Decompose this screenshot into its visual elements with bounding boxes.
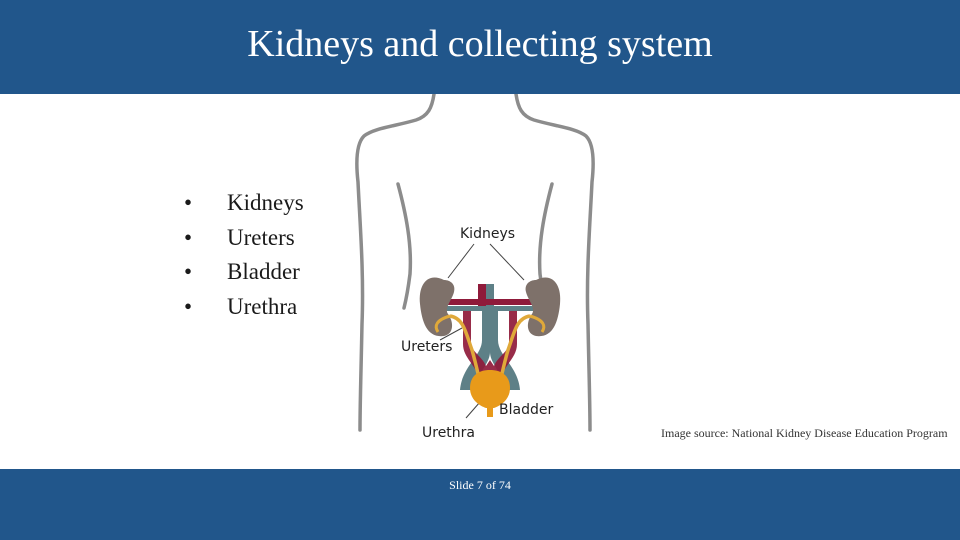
body-outline <box>355 92 436 432</box>
vena-cava <box>460 308 520 390</box>
urinary-system-figure: Kidneys Ureters Bladder Urethra <box>340 92 600 441</box>
bullet-marker: • <box>184 259 193 284</box>
left-ureter <box>434 314 451 333</box>
urethra <box>487 407 493 417</box>
bullet-marker: • <box>184 190 193 215</box>
bullet-marker: • <box>184 224 193 250</box>
left-kidney <box>419 277 455 337</box>
bullet-text: Bladder <box>227 259 300 284</box>
kidneys-label: Kidneys <box>460 226 516 242</box>
renal-artery <box>446 299 534 305</box>
right-ureter <box>529 314 546 333</box>
urethra-label: Urethra <box>422 425 476 441</box>
body-outline <box>396 182 413 310</box>
ureters-leader-line <box>439 327 463 341</box>
footer-bar <box>0 469 960 540</box>
bullet-marker: • <box>184 293 193 319</box>
header-bar <box>0 0 960 94</box>
bladder <box>470 370 510 408</box>
bullet-text: Ureters <box>227 224 295 250</box>
right-kidney <box>525 277 561 337</box>
bullet-text: Urethra <box>227 293 298 319</box>
urinary-system-illustration <box>355 92 595 432</box>
bladder-label: Bladder <box>499 402 554 418</box>
ureters-label: Ureters <box>401 339 453 355</box>
kidneys-leader-line <box>447 243 475 279</box>
slide-number: Slide 7 of 74 <box>449 478 511 492</box>
image-source-caption: Image source: National Kidney Disease Ed… <box>661 426 948 440</box>
urethra-leader-line <box>465 401 481 419</box>
bullet-text: Kidneys <box>227 190 304 215</box>
body-outline <box>514 92 595 432</box>
slide-title: Kidneys and collecting system <box>247 23 713 65</box>
kidneys-leader-line <box>489 243 525 281</box>
renal-vein <box>446 306 534 311</box>
